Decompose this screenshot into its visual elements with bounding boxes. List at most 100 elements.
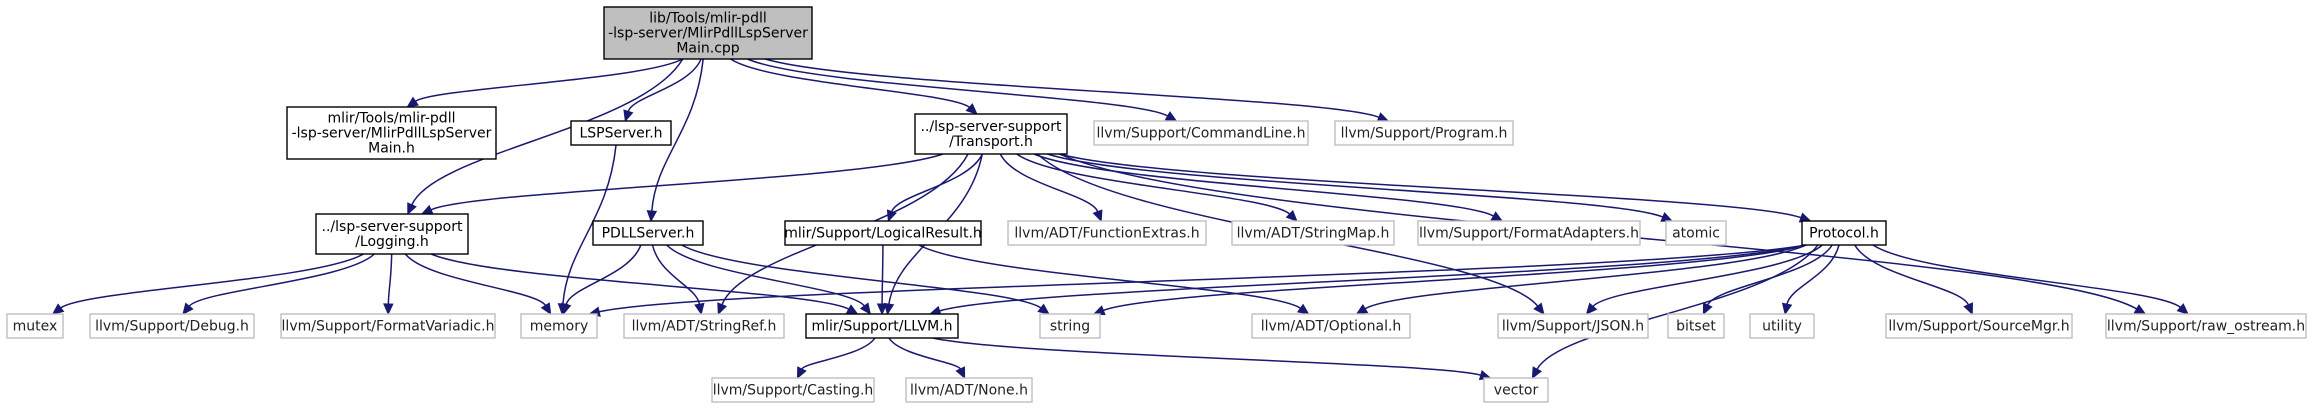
node-label-line: -lsp-server/MlirPdllLspServer bbox=[292, 126, 492, 142]
node-label-line: llvm/ADT/None.h bbox=[910, 383, 1028, 399]
node-logging-h[interactable]: ../lsp-server-support/Logging.h bbox=[315, 213, 469, 255]
arrowhead-logging_h-to-formatvariadic_h bbox=[383, 303, 394, 316]
node-box bbox=[603, 6, 813, 60]
arrowhead-protocol_h-to-optional_h bbox=[1355, 304, 1369, 315]
node-label-line: Protocol.h bbox=[1809, 226, 1879, 242]
edge-transport_h-to-functionextras_h bbox=[999, 153, 1099, 213]
node-raw-ostream-h: llvm/Support/raw_ostream.h bbox=[2105, 313, 2307, 339]
node-box bbox=[592, 220, 704, 246]
arrowhead-protocol_h-to-sourcemgr_h bbox=[1963, 302, 1973, 316]
node-label-line: vector bbox=[1494, 383, 1539, 399]
node-logicalresult-h[interactable]: mlir/Support/LogicalResult.h bbox=[784, 220, 982, 246]
node-label-line: /Transport.h bbox=[949, 134, 1033, 150]
arrowhead-protocol_h-to-bitset bbox=[1702, 302, 1713, 316]
node-memory: memory bbox=[520, 313, 598, 339]
arrowhead-transport_h-to-logging_h bbox=[420, 204, 434, 215]
node-sourcemgr-h: llvm/Support/SourceMgr.h bbox=[1885, 313, 2073, 339]
edge-logicalresult_h-to-llvm_h bbox=[881, 244, 884, 305]
node-mutex: mutex bbox=[6, 313, 64, 339]
node-debug-h: llvm/Support/Debug.h bbox=[89, 313, 255, 339]
node-label-line: ../lsp-server-support bbox=[921, 119, 1062, 135]
arrowhead-root-to-program_h bbox=[1376, 112, 1390, 123]
node-label-line: mlir/Tools/mlir-pdll bbox=[328, 111, 456, 127]
node-pdllserver-h[interactable]: PDLLServer.h bbox=[592, 220, 704, 246]
node-box bbox=[2105, 313, 2307, 339]
arrowhead-transport_h-to-stringmap_h bbox=[1285, 209, 1298, 222]
arrowhead-logicalresult_h-to-optional_h bbox=[1296, 303, 1310, 315]
node-stringmap-h: llvm/ADT/StringMap.h bbox=[1231, 220, 1395, 246]
node-box bbox=[6, 313, 64, 339]
edge-protocol_h-to-string bbox=[1103, 244, 1807, 312]
node-functionextras-h: llvm/ADT/FunctionExtras.h bbox=[1007, 220, 1207, 246]
node-label-line: llvm/Support/JSON.h bbox=[1502, 319, 1644, 335]
edge-transport_h-to-formatadapters_h bbox=[1033, 153, 1494, 217]
node-root[interactable]: lib/Tools/mlir-pdll-lsp-server/MlirPdllL… bbox=[603, 6, 813, 60]
arrowhead-root-to-commandline_h bbox=[1164, 111, 1178, 122]
arrowhead-pdllserver_h-to-memory bbox=[561, 302, 572, 316]
arrowhead-transport_h-to-llvm_h bbox=[883, 302, 895, 316]
node-transport-h[interactable]: ../lsp-server-support/Transport.h bbox=[914, 113, 1068, 155]
node-box bbox=[1231, 220, 1395, 246]
node-utility: utility bbox=[1749, 313, 1815, 339]
node-label-line: -lsp-server/MlirPdllLspServer bbox=[608, 26, 808, 42]
edge-root-to-pdllserver_h bbox=[651, 58, 704, 212]
edge-lspserver_h-to-memory bbox=[562, 144, 617, 305]
node-label-line: lib/Tools/mlir-pdll bbox=[649, 11, 766, 27]
node-protocol-h[interactable]: Protocol.h bbox=[1801, 220, 1887, 246]
node-box bbox=[1665, 220, 1727, 246]
node-box bbox=[1801, 220, 1887, 246]
node-llvm-h[interactable]: mlir/Support/LLVM.h bbox=[805, 313, 959, 339]
arrowhead-pdllserver_h-to-string bbox=[1037, 303, 1050, 315]
arrowhead-root-to-main_h bbox=[406, 96, 419, 108]
edge-root-to-program_h bbox=[765, 58, 1380, 118]
edge-protocol_h-to-optional_h bbox=[1364, 244, 1807, 310]
node-casting-h: llvm/Support/Casting.h bbox=[711, 377, 875, 403]
edge-protocol_h-to-memory bbox=[598, 244, 1807, 313]
arrowhead-root-to-logging_h bbox=[407, 202, 417, 216]
node-label-line: Main.h bbox=[368, 141, 415, 157]
node-box bbox=[1483, 377, 1549, 403]
node-label-line: mutex bbox=[13, 319, 58, 335]
node-label-line: llvm/Support/FormatVariadic.h bbox=[282, 319, 495, 335]
edge-protocol_h-to-utility bbox=[1786, 244, 1840, 305]
node-lspserver-h[interactable]: LSPServer.h bbox=[570, 120, 672, 146]
node-box bbox=[711, 377, 875, 403]
node-box bbox=[1497, 313, 1649, 339]
node-program-h: llvm/Support/Program.h bbox=[1334, 120, 1514, 146]
node-label-line: llvm/ADT/StringRef.h bbox=[632, 319, 777, 335]
node-box bbox=[805, 313, 959, 339]
edge-protocol_h-to-vector bbox=[1536, 244, 1819, 370]
arrowhead-protocol_h-to-raw_ostream_h bbox=[2176, 303, 2189, 315]
arrowhead-transport_h-to-raw_ostream_h bbox=[2133, 304, 2147, 315]
arrowhead-transport_h-to-stringref_h bbox=[717, 302, 728, 316]
node-formatadapters-h: llvm/Support/FormatAdapters.h bbox=[1417, 220, 1641, 246]
edge-llvm_h-to-vector bbox=[932, 337, 1481, 376]
edge-llvm_h-to-none_h bbox=[888, 337, 962, 370]
node-box bbox=[315, 213, 469, 255]
node-box bbox=[520, 313, 598, 339]
node-box bbox=[784, 220, 982, 246]
node-box bbox=[1749, 313, 1815, 339]
edge-logging_h-to-debug_h bbox=[188, 253, 375, 307]
node-label-line: mlir/Support/LLVM.h bbox=[812, 319, 953, 335]
node-commandline-h: llvm/Support/CommandLine.h bbox=[1093, 120, 1309, 146]
node-optional-h: llvm/ADT/Optional.h bbox=[1251, 313, 1411, 339]
edge-transport_h-to-atomic bbox=[1047, 153, 1664, 218]
node-label-line: LSPServer.h bbox=[579, 126, 662, 142]
node-label-line: llvm/Support/SourceMgr.h bbox=[1888, 319, 2069, 335]
edge-logging_h-to-mutex bbox=[60, 253, 364, 309]
arrowhead-logging_h-to-debug_h bbox=[182, 302, 194, 315]
edge-pdllserver_h-to-stringref_h bbox=[651, 244, 701, 305]
node-none-h: llvm/ADT/None.h bbox=[905, 377, 1033, 403]
node-label-line: Main.cpp bbox=[676, 41, 739, 57]
node-main-h[interactable]: mlir/Tools/mlir-pdll-lsp-server/MlirPdll… bbox=[286, 106, 497, 160]
node-vector: vector bbox=[1483, 377, 1549, 403]
edge-root-to-logging_h bbox=[411, 58, 684, 206]
node-label-line: llvm/Support/CommandLine.h bbox=[1097, 126, 1306, 142]
node-box bbox=[1251, 313, 1411, 339]
edge-logicalresult_h-to-optional_h bbox=[918, 244, 1301, 309]
edge-root-to-lspserver_h bbox=[627, 58, 702, 112]
edge-logging_h-to-llvm_h bbox=[430, 253, 850, 310]
node-label-line: llvm/Support/raw_ostream.h bbox=[2107, 319, 2305, 335]
